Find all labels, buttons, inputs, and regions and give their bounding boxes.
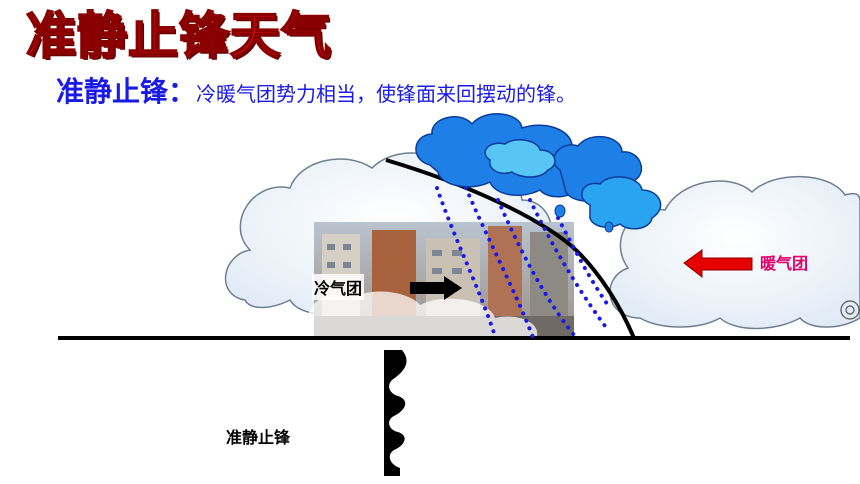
warm-air-cloud [609,175,860,330]
warm-air-arrow-icon [683,249,753,279]
rain-drops [554,204,614,233]
slide-title: 准静止锋天气 [25,6,332,66]
warm-air-label: 暖气团 [760,254,809,273]
front-symbol-icon [384,350,407,476]
scroll-mark-icon [840,300,860,320]
definition-term: 准静止锋： [56,75,197,108]
definition-text: 冷暖气团势力相当，使锋面来回摆动的锋。 [196,82,577,106]
definition-line: 准静止锋：冷暖气团势力相当，使锋面来回摆动的锋。 [56,74,576,114]
front-symbol-label: 准静止锋 [226,428,291,447]
rain-bands [435,186,612,342]
cold-air-label: 冷气团 [312,274,365,300]
rain-cloud-icon [415,113,662,230]
cold-air-arrow-icon [410,276,462,300]
